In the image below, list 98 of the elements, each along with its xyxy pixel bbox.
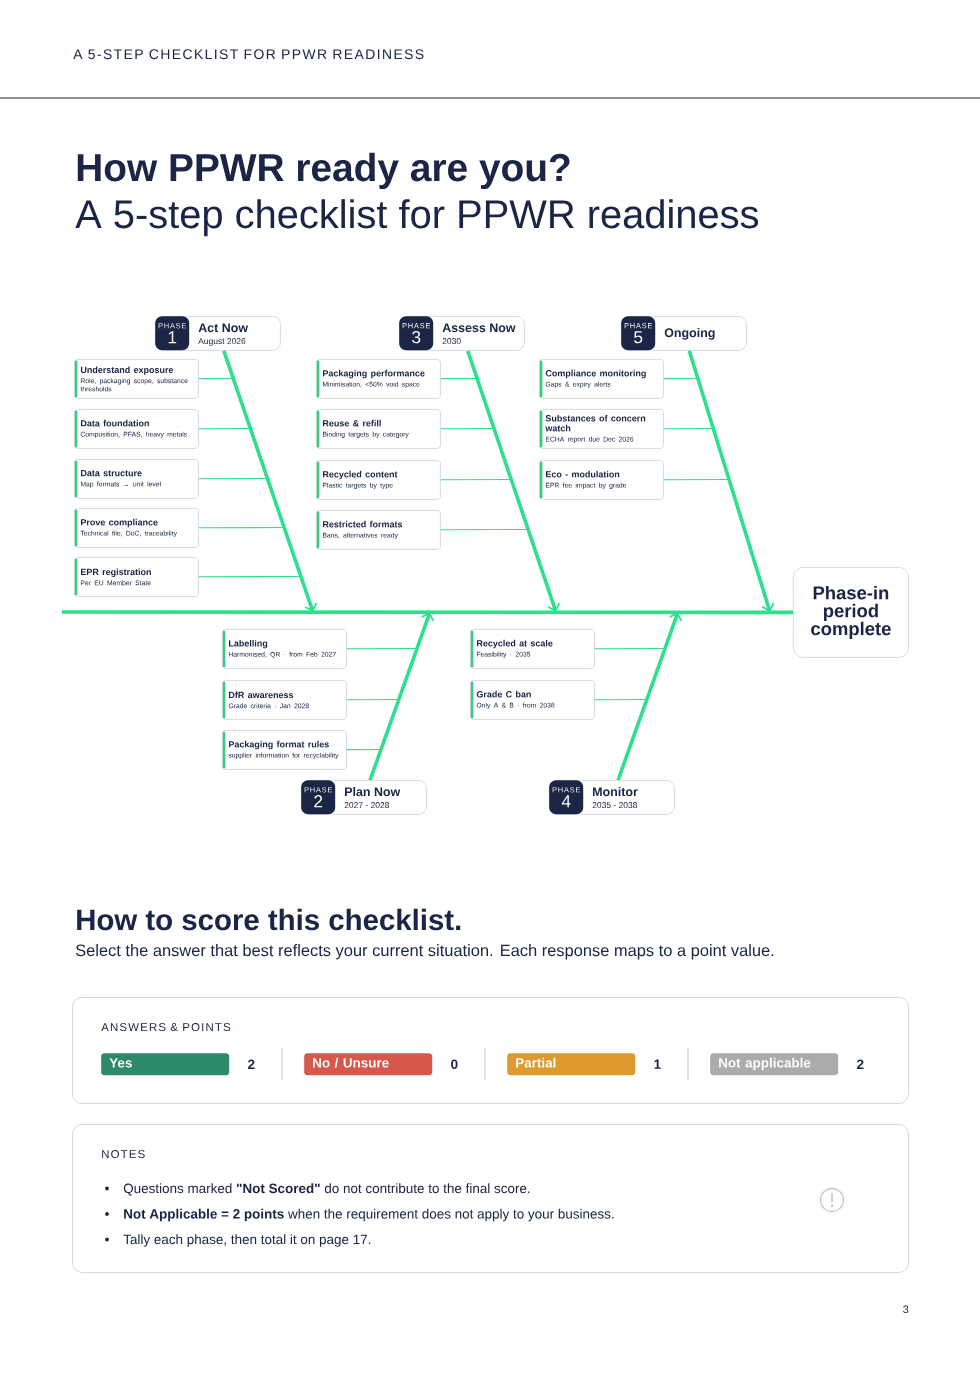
connector-line (663, 427, 714, 430)
phase-badge (301, 780, 336, 815)
panel-box (72, 1124, 909, 1273)
answer-pill: Not applicable (710, 1053, 839, 1076)
note-text: Questions marked "Not Scored" do not contribute to the final score. (123, 1183, 530, 1196)
phase-title: Act Now (198, 323, 248, 333)
card-title: Packaging format rules (229, 740, 329, 750)
panel-heading: ANSWERS & POINTS (101, 1023, 231, 1032)
phase-badge (549, 780, 584, 815)
panel-box (72, 997, 909, 1104)
step-card (222, 730, 347, 770)
header-text: A 5-STEP CHECKLIST FOR PPWR READINESS (73, 49, 424, 60)
connector-line (198, 526, 285, 529)
step-card (74, 557, 199, 597)
connector-line (346, 748, 382, 751)
arrow (368, 612, 435, 781)
phase-title: Ongoing (664, 327, 715, 340)
page-title: How PPWR ready are you? (77, 152, 570, 190)
step-card (316, 359, 441, 399)
step-card (539, 359, 664, 399)
card-title: Prove compliance (81, 518, 158, 528)
connector-line (198, 427, 251, 430)
arrow (687, 350, 775, 612)
answer-pill: Partial (507, 1053, 636, 1076)
card-title: Grade C ban (476, 690, 531, 698)
phase-title: Assess Now (442, 323, 516, 333)
step-card (222, 629, 347, 669)
connector-line (440, 427, 495, 430)
card-title: EPR registration (81, 568, 151, 577)
step-card (74, 359, 199, 399)
connector-line (346, 698, 400, 701)
phase-badge (621, 316, 656, 351)
phase-date: 2035 - 2038 (592, 802, 638, 809)
connector-line (440, 528, 529, 531)
phase-number: 3 (412, 331, 421, 344)
arrow (616, 612, 683, 781)
step-card (222, 680, 347, 720)
connector-line (440, 377, 478, 380)
connector-line (346, 647, 418, 650)
answer-pill: No / Unsure (304, 1053, 433, 1076)
card-title: Labelling (229, 639, 268, 649)
phase-title: Monitor (593, 787, 638, 797)
step-card (470, 680, 595, 720)
arrow (222, 350, 318, 612)
subtitle: A 5-step checklist for PPWR readiness (75, 199, 759, 237)
step-card (316, 510, 441, 550)
phase-date: 2030 (442, 338, 461, 345)
card-title: Packaging performance (323, 369, 425, 379)
intro-text: Select the answer that best reflects your current situation. Each response maps to a point value. (75, 944, 774, 960)
phase-badge (155, 316, 190, 351)
phase-date: 2027 - 2028 (344, 802, 390, 809)
card-title: Recycled at scale (477, 639, 553, 649)
connector-line (198, 575, 302, 578)
section-heading: How to score this checklist. (77, 908, 461, 931)
points-value: 2 (248, 1059, 255, 1069)
phase-number: 5 (634, 331, 643, 344)
points-value: 2 (857, 1059, 864, 1069)
card-title: Restricted formats (323, 520, 403, 528)
answer-pill: Yes (101, 1053, 230, 1076)
card-title: Data structure (81, 470, 142, 477)
phase-number: 2 (314, 795, 323, 808)
connector-line (594, 647, 666, 650)
card-title: Understand exposure (80, 366, 174, 375)
note-text: Not Applicable = 2 points when the requirement does not apply to your business. (124, 1208, 614, 1222)
page-number: 3 (903, 1305, 909, 1314)
card-title: Data foundation (81, 419, 149, 427)
points-value: 1 (654, 1059, 661, 1069)
card-title: Recycled content (323, 470, 398, 480)
connector-line (198, 377, 234, 380)
card-title: Substances of concern watch (545, 414, 646, 432)
arrow (466, 350, 561, 612)
connector-line (198, 477, 268, 480)
step-card (74, 459, 199, 499)
card-title: DfR awareness (229, 691, 294, 699)
phase-title: Plan Now (345, 787, 401, 797)
points-value: 0 (451, 1059, 458, 1069)
step-card (74, 508, 199, 548)
card-title: Compliance monitoring (545, 369, 646, 379)
panel-heading: NOTES (102, 1150, 145, 1159)
card-title: Eco - modulation (546, 470, 620, 478)
card-title: Reuse & refill (323, 419, 381, 427)
result-box: Phase-in period complete (793, 567, 909, 658)
step-card (539, 409, 664, 449)
phase-number: 4 (561, 795, 571, 808)
phase-number: 1 (168, 331, 177, 344)
step-card (316, 409, 441, 449)
connector-line (663, 478, 730, 481)
connector-line (663, 377, 699, 380)
step-card (470, 629, 595, 669)
step-card (539, 460, 664, 500)
connector-line (594, 698, 648, 701)
connector-line (62, 610, 793, 615)
step-card (316, 460, 441, 500)
step-card (74, 409, 199, 449)
phase-date: August 2026 (198, 338, 246, 346)
note-text: Tally each phase, then total it on page 17. (123, 1234, 371, 1247)
connector-line (440, 478, 512, 481)
phase-badge (399, 316, 434, 351)
